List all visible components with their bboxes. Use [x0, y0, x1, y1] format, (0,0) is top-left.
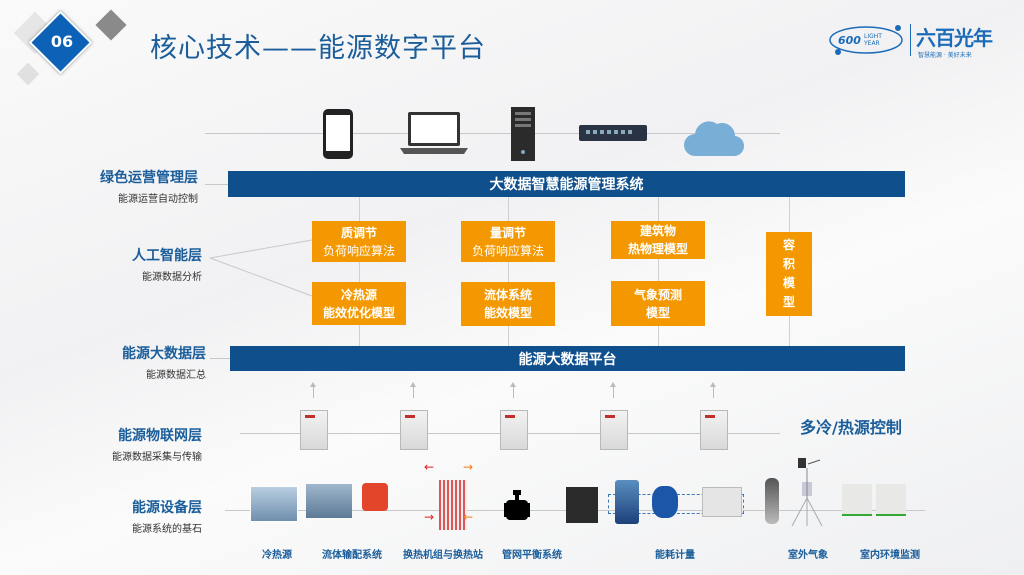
weather-station-icon	[791, 458, 823, 527]
section-number: 06	[50, 32, 74, 51]
heat-exchanger-image	[439, 480, 467, 530]
decor-diamond	[95, 9, 127, 41]
layer-iot: 能源物联网层能源数据采集与传输	[62, 425, 202, 463]
layer-title: 能源设备层	[132, 500, 202, 516]
ai-connector-lines	[209, 239, 313, 297]
pump-image	[362, 483, 388, 511]
layer-title: 人工智能层	[132, 248, 202, 264]
arrow-up-icon	[610, 382, 616, 398]
layer-subtitle: 能源数据汇总	[146, 370, 206, 381]
model-quality-regulation: 质调节负荷响应算法	[312, 221, 406, 262]
model-fluid-system: 流体系统能效模型	[461, 282, 555, 326]
server-tower-icon	[511, 107, 535, 161]
equipment-label: 冷热源	[262, 550, 292, 561]
logo-slogan: 智慧能源 · 美好未来	[918, 52, 972, 59]
model-weather-forecast: 气象预测模型	[611, 281, 705, 326]
controller-cabinet	[500, 410, 528, 450]
indoor-sensor-image	[842, 484, 872, 516]
layer-title: 绿色运营管理层	[100, 170, 198, 186]
equipment-label: 室外气象	[788, 550, 828, 561]
arrow-up-icon	[310, 382, 316, 398]
layer-subtitle: 能源运营自动控制	[118, 194, 198, 205]
page-title: 核心技术——能源数字平台	[150, 33, 486, 64]
absorption-chiller-image	[306, 484, 352, 518]
layer-subtitle: 能源数据采集与传输	[112, 452, 202, 463]
arrow-up-icon	[510, 382, 516, 398]
layer-ai: 人工智能层能源数据分析	[62, 245, 202, 283]
cloud-icon	[684, 121, 745, 157]
arrow-right-icon: →	[463, 460, 474, 474]
connector-line	[658, 197, 659, 347]
svg-text:LIGHT: LIGHT	[864, 33, 882, 40]
arrow-left-icon: ←	[463, 510, 474, 524]
equipment-label: 能耗计量	[655, 550, 695, 561]
layer-operation: 绿色运营管理层能源运营自动控制	[58, 167, 198, 205]
arrow-up-icon	[410, 382, 416, 398]
arrow-left-icon: ←	[424, 460, 435, 474]
vortex-meter-image	[765, 478, 779, 524]
device-line	[205, 133, 780, 134]
energy-bigdata-platform-bar: 能源大数据平台	[230, 346, 905, 371]
energy-management-system-bar: 大数据智慧能源管理系统	[228, 171, 905, 197]
model-building-thermal: 建筑物热物理模型	[611, 221, 705, 259]
model-heat-source: 冷热源能效优化模型	[312, 282, 406, 325]
equipment-label: 管网平衡系统	[502, 550, 562, 561]
model-quantity-regulation: 量调节负荷响应算法	[461, 221, 555, 262]
layer-subtitle: 能源数据分析	[142, 272, 202, 283]
layer-subtitle: 能源系统的基石	[132, 524, 202, 535]
controller-cabinet	[600, 410, 628, 450]
decor-diamond	[16, 62, 40, 86]
layer-equipment: 能源设备层能源系统的基石	[62, 497, 202, 535]
svg-text:YEAR: YEAR	[863, 40, 880, 47]
layer-title: 能源物联网层	[118, 428, 202, 444]
logo-text: 六百光年	[916, 26, 993, 50]
indoor-sensor-image	[876, 484, 906, 516]
layer-bigdata: 能源大数据层能源数据汇总	[66, 343, 206, 381]
equipment-label: 室内环境监测	[860, 550, 920, 561]
layer-title: 能源大数据层	[122, 346, 206, 362]
controller-cabinet	[300, 410, 328, 450]
equipment-label: 换热机组与换热站	[403, 550, 483, 561]
flow-meter-image	[615, 480, 639, 524]
connector-line	[210, 358, 230, 359]
network-switch-icon	[579, 125, 647, 141]
svg-text:600: 600	[838, 34, 861, 47]
balance-valve-icon	[504, 490, 530, 520]
connector-line	[205, 184, 229, 185]
energy-meter-box-image	[566, 487, 598, 523]
electric-meter-image	[702, 487, 742, 517]
smartphone-icon	[323, 109, 353, 159]
iot-control-label: 多冷/热源控制	[800, 418, 902, 437]
model-capacity: 容积模型	[766, 232, 812, 316]
water-meter-image	[652, 486, 678, 518]
arrow-right-icon: →	[424, 510, 435, 524]
controller-cabinet	[400, 410, 428, 450]
arrow-up-icon	[710, 382, 716, 398]
equipment-label: 流体输配系统	[322, 550, 382, 561]
chiller-unit-image	[250, 486, 298, 522]
laptop-icon	[400, 112, 468, 154]
controller-cabinet	[700, 410, 728, 450]
connector-line	[508, 197, 509, 347]
connector-line	[359, 197, 360, 347]
